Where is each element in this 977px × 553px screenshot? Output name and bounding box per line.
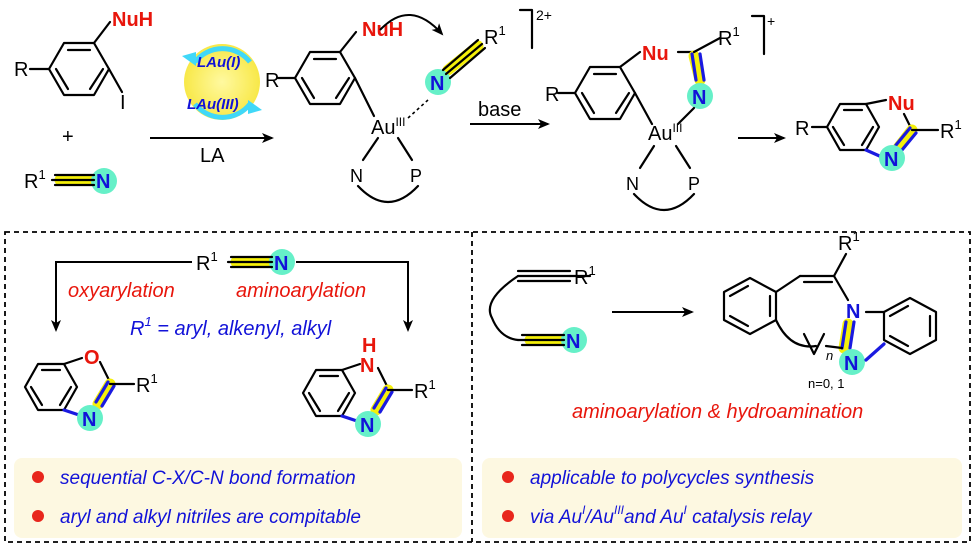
catalyst-sphere: [184, 44, 260, 120]
intermediate-au-iii-nitrile: NuH R AuIII N P N R1 2+: [265, 7, 552, 203]
bullet-icon: [502, 510, 514, 522]
nitrile-reagent: R1 N: [24, 167, 117, 194]
charge-plus-label: +: [767, 13, 775, 29]
r-substituent-label: R: [14, 59, 28, 81]
charge-2plus-label: 2+: [536, 7, 552, 23]
left-bullet-1: sequential C-X/C-N bond formation: [60, 468, 356, 489]
right-summary-panel: [482, 458, 962, 538]
bullet-icon: [502, 471, 514, 483]
nuh-label: NuH: [112, 9, 153, 31]
oxazole-r1-label: R1: [136, 371, 158, 397]
aminoarylation-arrow: [296, 261, 413, 332]
r-label-3: R: [545, 84, 559, 106]
methylene-n-label: n: [826, 348, 833, 363]
charge-bracket-2plus: [518, 8, 534, 50]
r1-label-3: R1: [718, 24, 740, 50]
nuh-label-2: NuH: [362, 19, 403, 41]
plus-sign: +: [62, 126, 74, 148]
bullet-icon: [32, 510, 44, 522]
imidazole-n-label: N: [360, 415, 374, 437]
product-azole: R Nu N R1: [795, 93, 962, 171]
nu-label-3: Nu: [642, 43, 669, 65]
iodo-label: I: [120, 92, 126, 114]
imidazole-nh-label: N: [360, 355, 374, 377]
product-n2-label: N: [844, 353, 858, 375]
nitrile-n-label: N: [96, 171, 110, 193]
imidazole-h-label: H: [362, 335, 376, 357]
left-r1-label: R1: [196, 249, 218, 275]
left-bullet-2: aryl and alkyl nitriles are compitable: [60, 507, 361, 528]
ligand-p-label: P: [410, 166, 422, 186]
ligand-backbone-3: [632, 192, 696, 211]
oxyarylation-label: oxyarylation: [68, 280, 175, 302]
product-n-label: N: [884, 149, 898, 171]
ligand-n-label-3: N: [626, 174, 639, 194]
ligand-n-label: N: [350, 166, 363, 186]
oxazole-n-label: N: [82, 409, 96, 431]
bullet-icon: [32, 471, 44, 483]
nucleophilic-attack-arrow: [379, 14, 444, 36]
right-polycycle-panel: R1 N R1 N n N n=0, 1: [488, 229, 938, 528]
substrate-aryl-iodide: NuH I R: [14, 9, 153, 114]
catalyst-au-iii-label: LAu(III): [187, 96, 239, 113]
catalyst-au-i-label: LAu(I): [197, 54, 240, 71]
methylene-bridge: [774, 318, 818, 348]
outer-dashed-frame: [4, 231, 971, 543]
r1-label-4: R1: [940, 117, 962, 143]
right-bullet-2: via AuI/AuIIIand AuI catalysis relay: [530, 503, 813, 528]
cycle-arrow-bottom: [193, 102, 252, 120]
cycle-arrow-top: [193, 46, 252, 64]
base-label: base: [478, 99, 521, 121]
au-label-3: AuIII: [648, 121, 682, 145]
r-label-4: R: [795, 118, 809, 140]
right-bullet-1: applicable to polycycles synthesis: [530, 468, 815, 489]
aminoarylation-label: aminoarylation: [236, 280, 366, 302]
right-r1-label: R1: [574, 263, 596, 289]
r1-label: R1: [24, 167, 46, 193]
left-scope-panel: R1 N oxyarylation aminoarylation R1 = ar…: [23, 249, 436, 528]
ligand-p-label-3: P: [688, 174, 700, 194]
ligand-backbone: [356, 184, 420, 203]
product-n1-label: N: [846, 301, 860, 323]
imidazole-r1-label: R1: [414, 377, 436, 403]
r1-label-2: R1: [484, 23, 506, 49]
left-summary-panel: [14, 458, 462, 538]
n-value-label: n=0, 1: [808, 376, 845, 391]
tether: [488, 274, 520, 342]
r-label-2: R: [265, 70, 279, 92]
left-nitrile-n-label: N: [274, 253, 288, 275]
oxazole-o-label: O: [84, 347, 100, 369]
product-r1-label: R1: [838, 229, 860, 255]
au-label: AuIII: [371, 115, 405, 139]
polycycle-caption: aminoarylation & hydroamination: [572, 401, 863, 423]
charge-bracket-plus: [750, 14, 766, 56]
right-nitrile-n-label: N: [566, 331, 580, 353]
r1-scope-label: R1 = aryl, alkenyl, alkyl: [130, 314, 332, 340]
catalyst-cycle: LAu(I) LAu(III): [182, 44, 262, 120]
la-label: LA: [200, 145, 225, 167]
intermediate-cyclic-au-iii: R Nu N R1 + AuIII N P: [545, 13, 775, 211]
nitrile-n-label-2: N: [430, 73, 444, 95]
imine-n-label: N: [692, 87, 706, 109]
nu-label-4: Nu: [888, 93, 915, 115]
oxyarylation-arrow: [51, 261, 192, 332]
